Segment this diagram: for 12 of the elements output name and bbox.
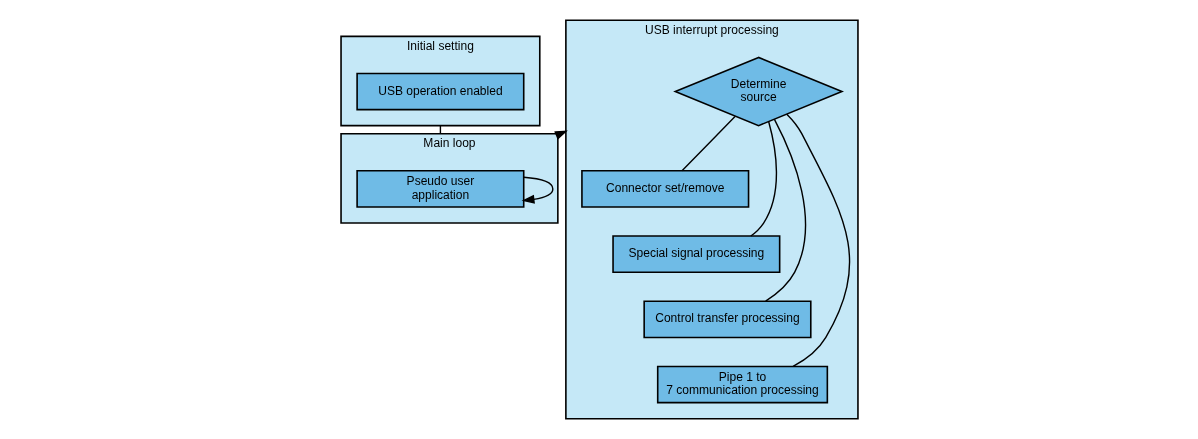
- node-box: USB operation enabled: [355, 72, 525, 111]
- node-box: Special signal processing: [611, 235, 780, 273]
- node-box: Control transfer processing: [642, 300, 812, 339]
- node-diamond: Determine source: [672, 56, 844, 127]
- connector: [785, 113, 850, 368]
- connector: [749, 121, 777, 237]
- arrow: [521, 176, 554, 204]
- node-box: Pseudo user application: [355, 170, 525, 208]
- connector: [764, 118, 806, 302]
- node-box: Pipe 1 to 7 communication processing: [656, 365, 828, 404]
- node-box: Connector set/remove: [580, 170, 749, 208]
- connector: [680, 115, 736, 172]
